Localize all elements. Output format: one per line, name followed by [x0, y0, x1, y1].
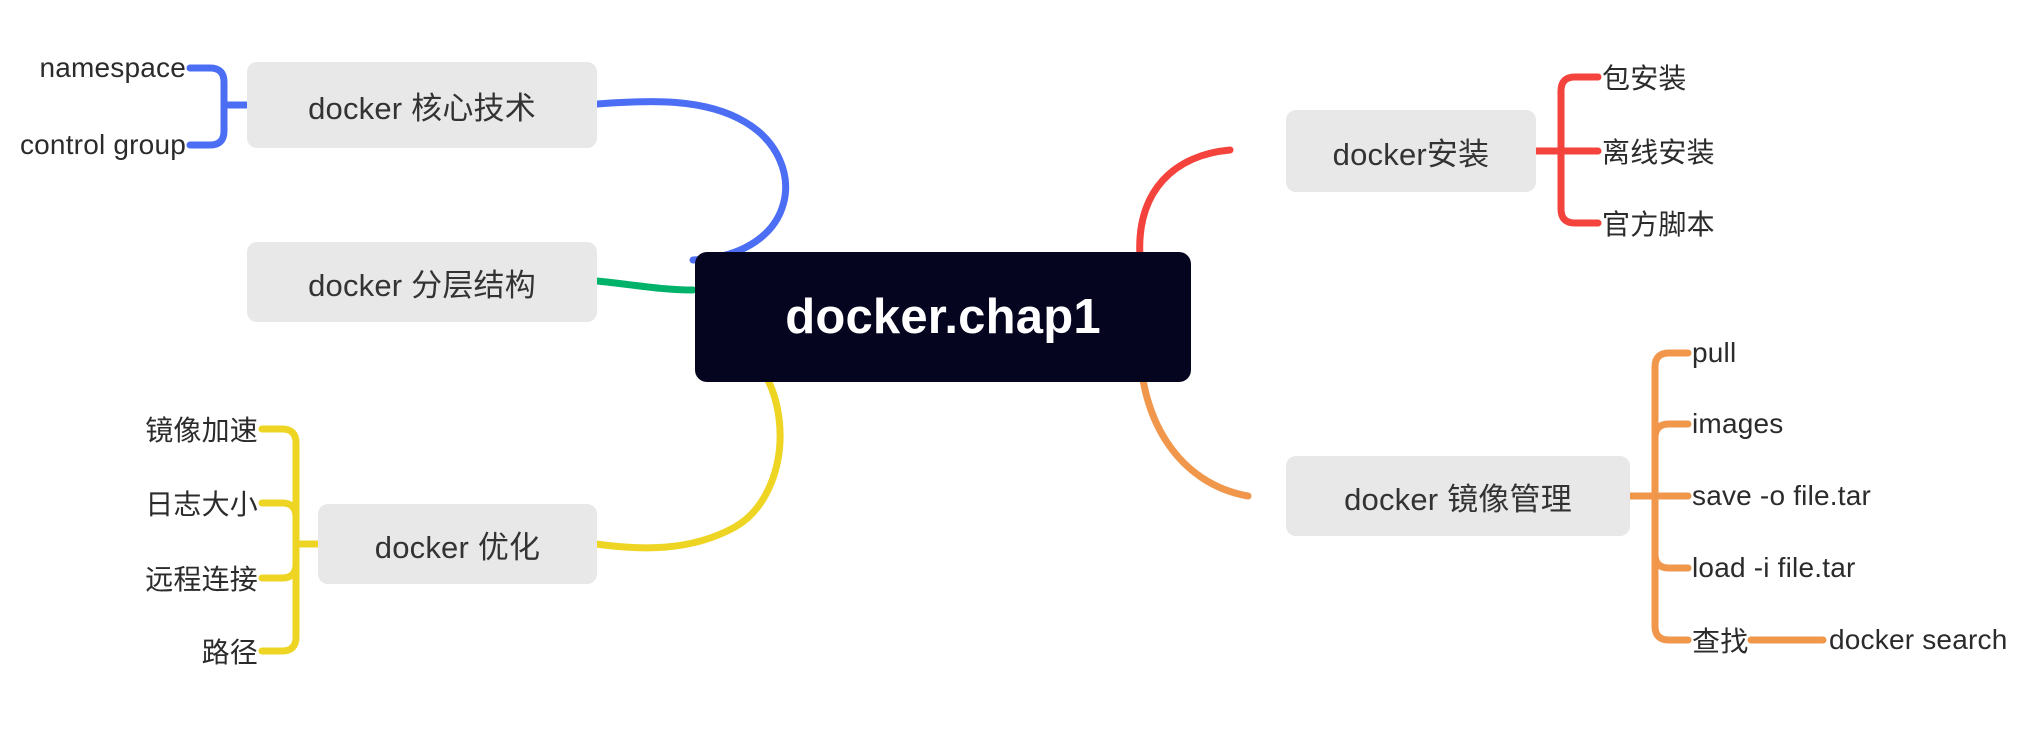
edge-image-mgmt-to-search: [1651, 492, 1692, 644]
edge-optimize-to-path: [258, 540, 300, 655]
edge-core-tech-to-namespace: [186, 64, 228, 109]
edge-install-to-pkg: [1557, 73, 1602, 155]
leaf-node-package-install[interactable]: 包安装: [1602, 63, 1687, 94]
edge-root-to-layered: [592, 277, 697, 294]
leaf-node-official-script[interactable]: 官方脚本: [1602, 209, 1715, 240]
edge-image-mgmt-to-images: [1651, 420, 1692, 500]
edge-image-mgmt-to-load: [1651, 492, 1692, 572]
leaf-node-load[interactable]: load -i file.tar: [1692, 552, 1856, 583]
leaf-node-docker-search[interactable]: docker search: [1829, 624, 2008, 655]
leaf-node-control-group[interactable]: control group: [19, 129, 186, 160]
edge-optimize-to-mirror-accel: [258, 425, 300, 548]
edge-root-to-core-tech: [593, 98, 790, 264]
leaf-node-search[interactable]: 查找: [1692, 626, 1749, 657]
leaf-node-remote-connection[interactable]: 远程连接: [145, 564, 258, 595]
edge-optimize-to-remote: [258, 540, 300, 582]
topic-node-core-tech[interactable]: docker 核心技术: [247, 62, 597, 148]
leaf-node-log-size[interactable]: 日志大小: [145, 489, 258, 520]
leaf-node-mirror-acceleration[interactable]: 镜像加速: [145, 415, 258, 446]
leaf-node-images[interactable]: images: [1692, 408, 1784, 439]
root-node[interactable]: docker.chap1: [695, 252, 1191, 382]
leaf-node-offline-install[interactable]: 离线安装: [1602, 137, 1715, 168]
topic-node-install[interactable]: docker安装: [1286, 110, 1536, 192]
leaf-node-path[interactable]: 路径: [201, 637, 258, 668]
leaf-node-namespace[interactable]: namespace: [39, 52, 186, 83]
edge-image-mgmt-to-pull: [1651, 349, 1692, 500]
edge-core-tech-to-control-group: [186, 101, 228, 149]
leaf-node-save[interactable]: save -o file.tar: [1692, 480, 1872, 511]
topic-node-optimize[interactable]: docker 优化: [318, 504, 597, 584]
edge-install-to-script: [1557, 147, 1602, 227]
edge-optimize-to-log-size: [258, 499, 300, 548]
topic-node-image-mgmt[interactable]: docker 镜像管理: [1286, 456, 1630, 536]
topic-node-layered[interactable]: docker 分层结构: [247, 242, 597, 322]
edge-root-to-install: [1136, 146, 1234, 261]
leaf-node-pull[interactable]: pull: [1692, 337, 1737, 368]
